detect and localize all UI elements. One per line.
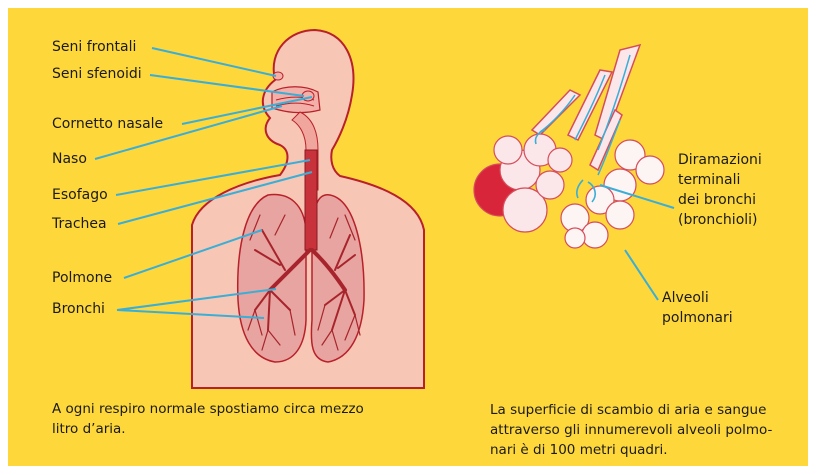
label-alveoli-polmonari: Alveoli polmonari xyxy=(662,288,733,328)
caption-left: A ogni respiro normale spostiamo circa m… xyxy=(52,399,364,439)
label-trachea: Trachea xyxy=(52,216,107,233)
caption-right: La superficie di scambio di aria e sangu… xyxy=(490,400,772,460)
label-esofago: Esofago xyxy=(52,187,108,204)
left-lung xyxy=(238,195,306,362)
label-seni-frontali: Seni frontali xyxy=(52,39,136,56)
alveolar-sacs xyxy=(474,134,572,232)
label-bronchi: Bronchi xyxy=(52,301,105,318)
trachea-tube xyxy=(305,150,317,250)
label-diramazioni-terminali: Diramazioni terminali dei bronchi (bronc… xyxy=(678,150,762,230)
label-naso: Naso xyxy=(52,151,87,168)
label-polmone: Polmone xyxy=(52,270,112,287)
label-cornetto-nasale: Cornetto nasale xyxy=(52,116,163,133)
label-seni-sfenoidi: Seni sfenoidi xyxy=(52,66,142,83)
